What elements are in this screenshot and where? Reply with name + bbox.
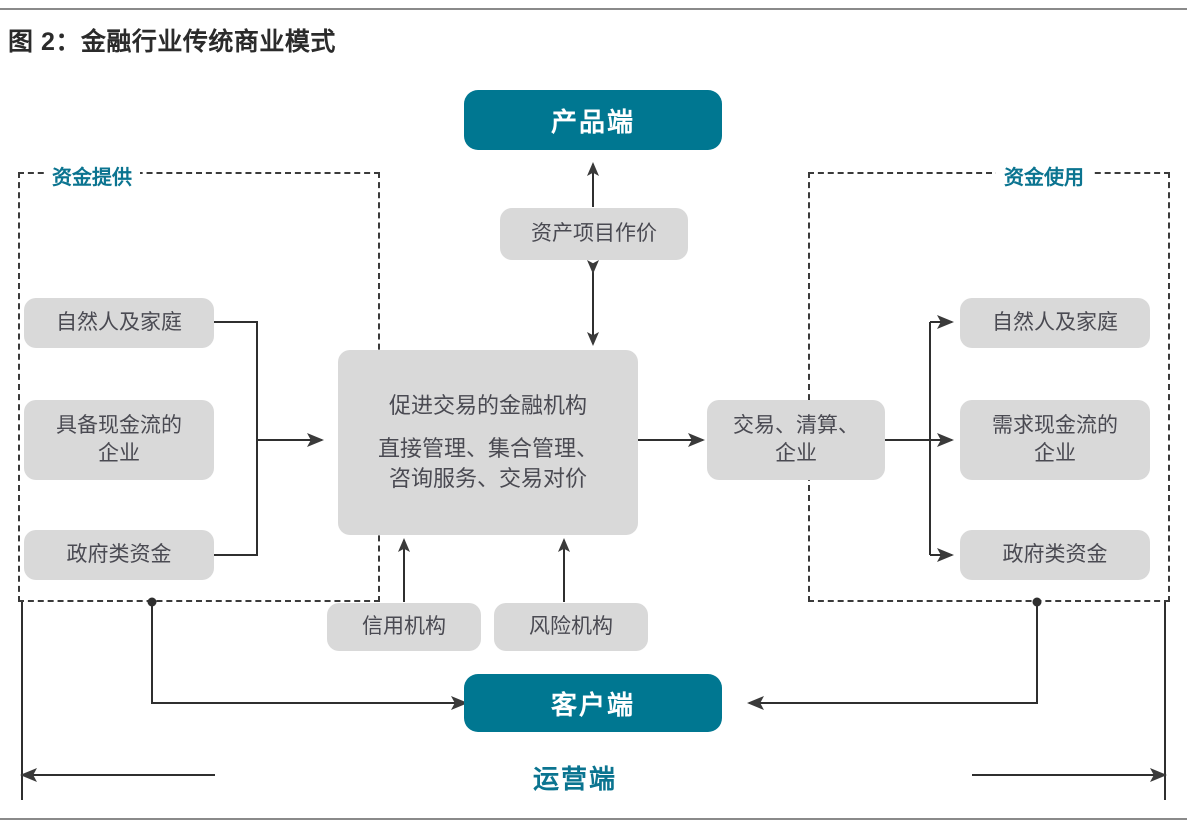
figure-title: 图 2：金融行业传统商业模式 [8,28,336,56]
node-product-end[interactable]: 产品端 [464,90,722,150]
supply-enterprise-line-1: 具备现金流的 [56,413,182,437]
top-divider-rule [0,8,1187,10]
supply-side-panel-label: 资金提供 [44,161,140,190]
node-financial-institution[interactable]: 促进交易的金融机构 直接管理、集合管理、 咨询服务、交易对价 [338,350,638,535]
financial-institution-line-3: 咨询服务、交易对价 [388,465,587,491]
node-demand-enterprise[interactable]: 需求现金流的 企业 [960,400,1150,480]
node-risk-org[interactable]: 风险机构 [494,603,648,651]
arrow-demand-to-client [747,602,1038,710]
node-credit-org[interactable]: 信用机构 [327,603,481,651]
node-supply-individuals[interactable]: 自然人及家庭 [24,298,214,348]
node-demand-individuals[interactable]: 自然人及家庭 [960,298,1150,348]
demand-enterprise-line-1: 需求现金流的 [992,413,1118,437]
label-ops-end: 运营端 [527,759,624,796]
demand-side-panel-label: 资金使用 [996,161,1092,190]
bottom-divider-rule [0,818,1187,820]
clearing-line-2: 企业 [775,442,817,465]
financial-institution-line-1: 促进交易的金融机构 [388,392,587,418]
supply-enterprise-line-2: 企业 [98,442,140,465]
demand-enterprise-line-2: 企业 [1034,442,1076,465]
financial-institution-line-2: 直接管理、集合管理、 [377,436,598,462]
node-demand-government[interactable]: 政府类资金 [960,530,1150,580]
node-supply-government[interactable]: 政府类资金 [24,530,214,580]
node-client-end[interactable]: 客户端 [464,674,722,732]
demand-side-panel [808,172,1170,602]
node-supply-enterprise[interactable]: 具备现金流的 企业 [24,400,214,480]
financial-institution-services: 直接管理、集合管理、 咨询服务、交易对价 [378,434,598,493]
clearing-line-1: 交易、清算、 [733,413,859,437]
node-asset-pricing[interactable]: 资产项目作价 [500,208,688,260]
node-clearing[interactable]: 交易、清算、 企业 [707,400,885,480]
